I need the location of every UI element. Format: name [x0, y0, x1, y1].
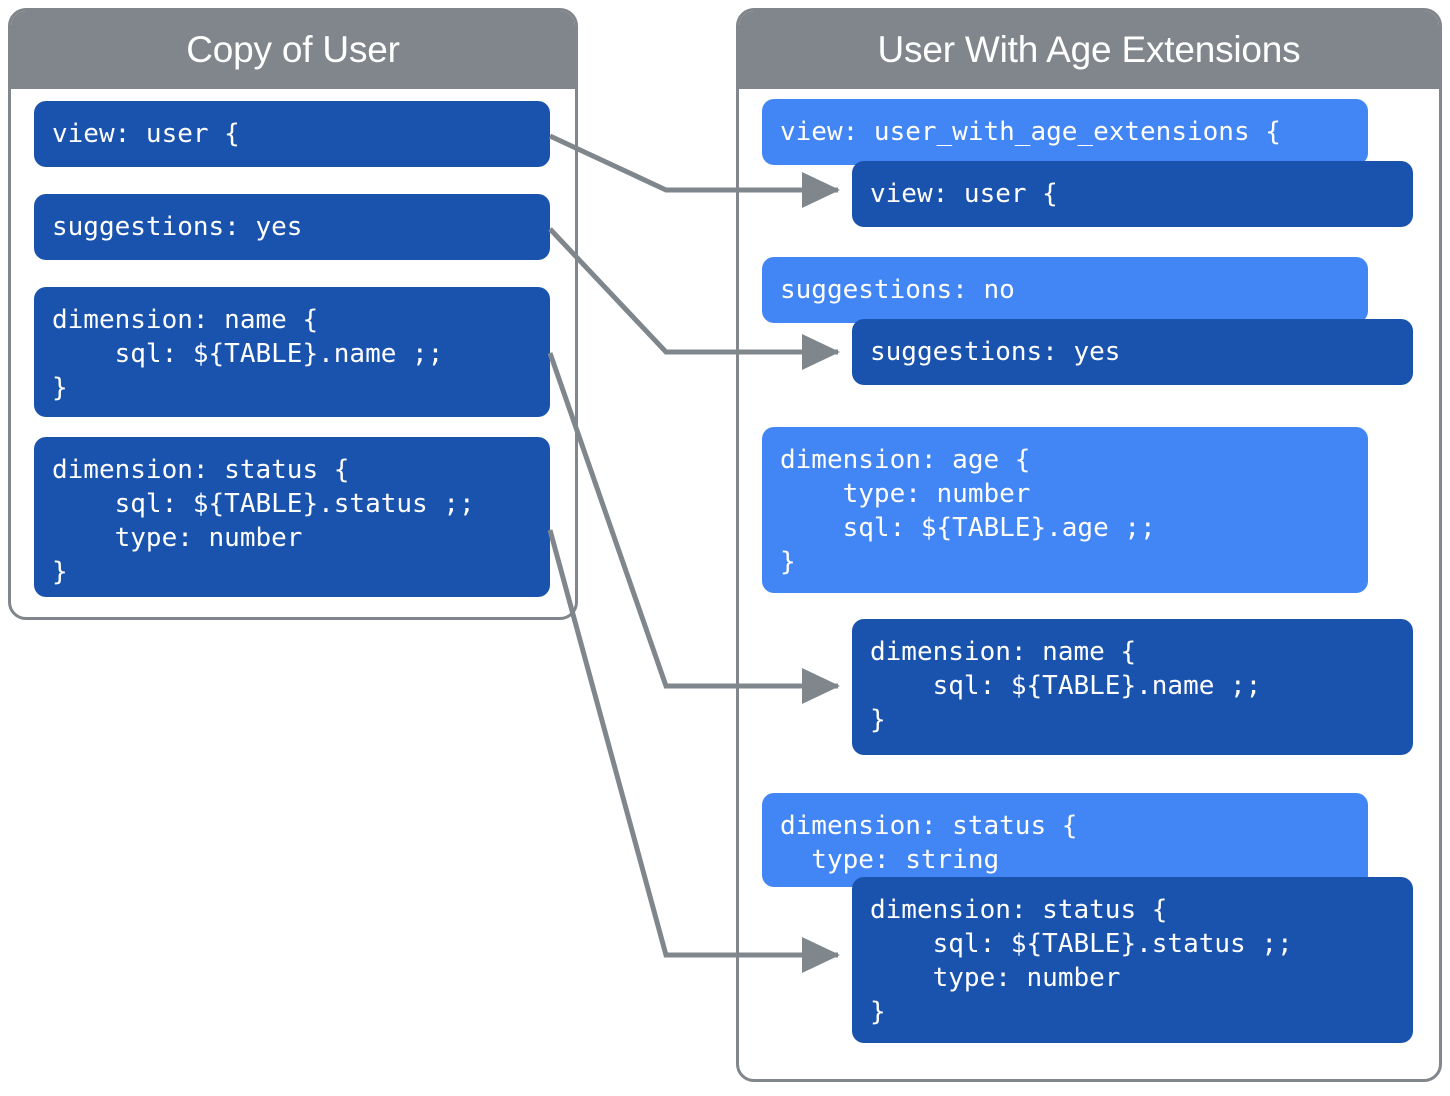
left-block-dimension-name: dimension: name { sql: ${TABLE}.name ;; …: [34, 287, 550, 417]
left-block-suggestions-yes: suggestions: yes: [34, 194, 550, 260]
right-block-dimension-age: dimension: age { type: number sql: ${TAB…: [762, 427, 1368, 593]
panel-user-with-age-extensions-title: User With Age Extensions: [739, 11, 1439, 89]
right-block-inherited-dimension-name: dimension: name { sql: ${TABLE}.name ;; …: [852, 619, 1413, 755]
right-block-view-user-with-age-extensions: view: user_with_age_extensions {: [762, 99, 1368, 165]
panel-copy-of-user-title: Copy of User: [11, 11, 575, 89]
right-block-inherited-suggestions-yes: suggestions: yes: [852, 319, 1413, 385]
right-block-inherited-dimension-status: dimension: status { sql: ${TABLE}.status…: [852, 877, 1413, 1043]
right-block-dimension-status-string: dimension: status { type: string: [762, 793, 1368, 887]
left-block-view-user: view: user {: [34, 101, 550, 167]
left-block-dimension-status: dimension: status { sql: ${TABLE}.status…: [34, 437, 550, 597]
right-block-inherited-view-user: view: user {: [852, 161, 1413, 227]
right-block-suggestions-no: suggestions: no: [762, 257, 1368, 323]
